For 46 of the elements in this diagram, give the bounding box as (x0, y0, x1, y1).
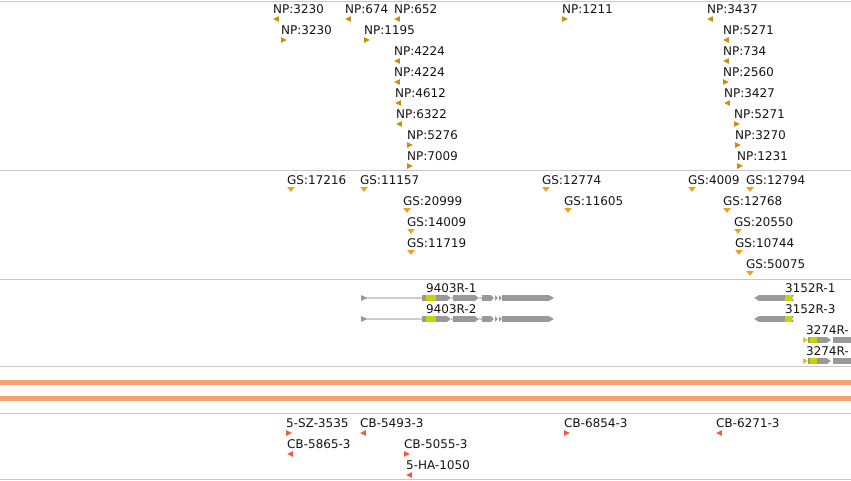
feature-label: 3274R- (806, 344, 849, 358)
feature-label: GS:11719 (407, 236, 466, 250)
feature-label: NP:7009 (407, 149, 458, 163)
feature-label: 5-SZ-3535 (286, 416, 348, 430)
feature-label: CB-5055-3 (404, 437, 468, 451)
feature-label: GS:10744 (735, 236, 794, 250)
feature-label: GS:12794 (746, 173, 806, 187)
feature-label: NP:1195 (364, 23, 415, 37)
feature-label: CB-5493-3 (360, 416, 424, 430)
feature-label: NP:652 (394, 2, 438, 16)
feature-label: GS:20550 (734, 215, 794, 229)
feature-label: 9403R-1 (426, 281, 476, 295)
feature-label: NP:1211 (562, 2, 613, 16)
feature-label: CB-6271-3 (716, 416, 780, 430)
feature-label: NP:1231 (737, 149, 788, 163)
feature-label: NP:674 (345, 2, 388, 16)
feature-label: GS:11605 (564, 194, 624, 208)
feature-label: NP:5271 (723, 23, 774, 37)
feature-label: NP:4224 (394, 44, 445, 58)
feature-label: CB-6854-3 (564, 416, 628, 430)
feature-label: GS:12768 (723, 194, 782, 208)
feature-label: GS:17216 (287, 173, 346, 187)
feature-label: GS:20999 (403, 194, 462, 208)
feature-label: NP:5271 (734, 107, 785, 121)
feature-label: NP:3427 (724, 86, 775, 100)
feature-label: GS:12774 (542, 173, 602, 187)
feature-label: GS:11157 (360, 173, 420, 187)
feature-label: NP:3230 (273, 2, 324, 16)
feature-label: GS:14009 (407, 215, 466, 229)
feature-label: 3274R- (806, 323, 849, 337)
feature-label: 3152R-1 (785, 281, 836, 295)
feature-label: CB-5865-3 (287, 437, 350, 451)
feature-label: NP:3230 (281, 23, 332, 37)
feature-label: NP:2560 (723, 65, 774, 79)
feature-label: 3152R-3 (785, 302, 836, 316)
feature-label: NP:6322 (396, 107, 447, 121)
feature-label: NP:3437 (707, 2, 758, 16)
feature-label: NP:3270 (735, 128, 786, 142)
feature-label: NP:734 (723, 44, 766, 58)
feature-label: NP:4612 (395, 86, 446, 100)
feature-label: 5-HA-1050 (406, 458, 470, 472)
feature-label: NP:4224 (394, 65, 445, 79)
feature-label: 9403R-2 (426, 302, 476, 316)
feature-label: GS:4009 (688, 173, 740, 187)
feature-label: NP:5276 (407, 128, 458, 142)
feature-label: GS:50075 (746, 257, 806, 271)
